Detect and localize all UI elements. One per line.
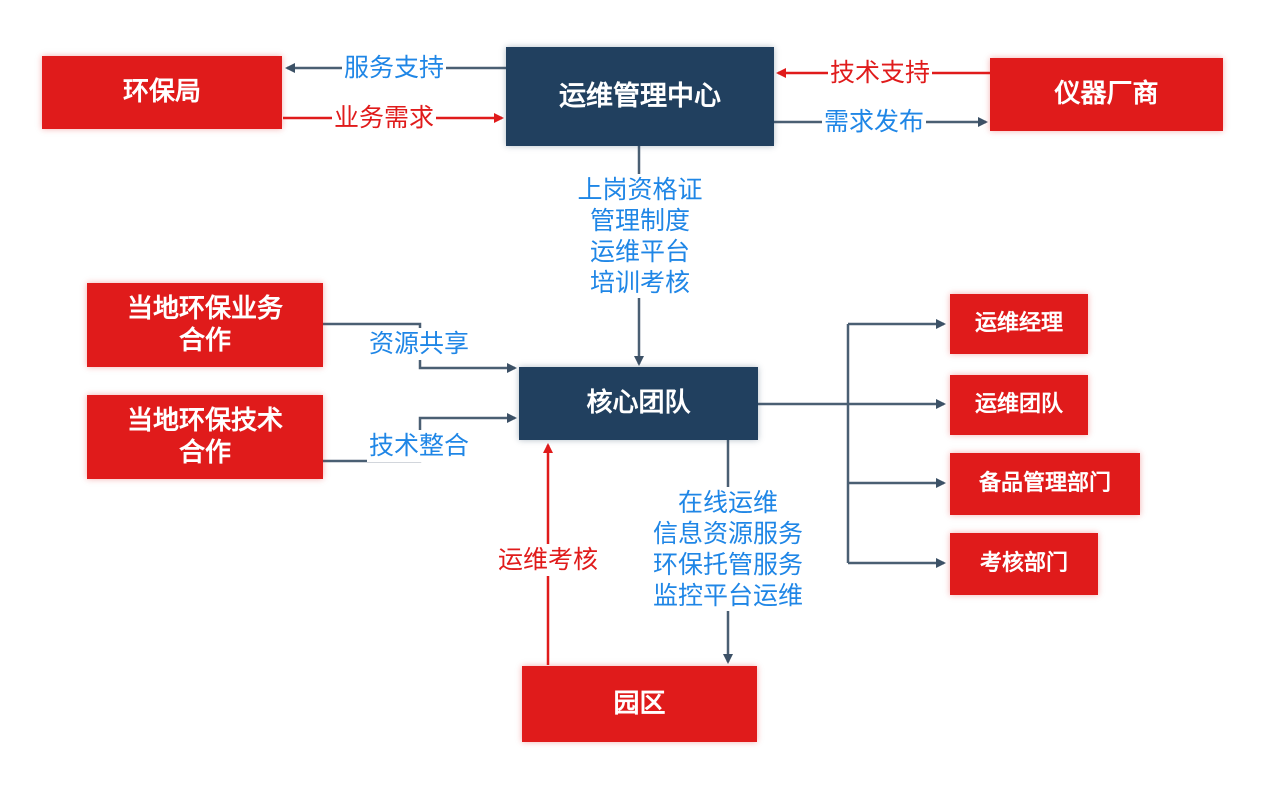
node-spare-dept: 备品管理部门 [950, 453, 1140, 515]
label-center-to-core-line: 上岗资格证 [564, 174, 716, 205]
node-assess-dept: 考核部门 [950, 533, 1098, 595]
node-park: 园区 [522, 666, 757, 742]
label-core-to-park-line: 在线运维 [640, 487, 816, 518]
node-vendor: 仪器厂商 [990, 58, 1223, 131]
label-demand-release: 需求发布 [822, 106, 927, 138]
label-service-support: 服务支持 [342, 52, 447, 84]
node-ops-manager: 运维经理 [950, 294, 1088, 354]
label-core-to-park-line: 监控平台运维 [640, 580, 816, 611]
node-epb: 环保局 [42, 56, 282, 129]
node-local-biz: 当地环保业务 合作 [87, 283, 323, 367]
label-center-to-core-line: 培训考核 [564, 267, 716, 298]
node-ops-team: 运维团队 [950, 375, 1088, 435]
node-center: 运维管理中心 [506, 47, 774, 146]
node-core: 核心团队 [519, 367, 758, 440]
label-business-demand: 业务需求 [332, 102, 437, 134]
label-tech-support: 技术支持 [828, 57, 933, 89]
label-tech-integration: 技术整合 [367, 430, 472, 462]
label-core-to-park-line: 环保托管服务 [640, 549, 816, 580]
label-ops-assessment: 运维考核 [496, 544, 601, 576]
node-local-tech: 当地环保技术 合作 [87, 395, 323, 479]
label-center-to-core: 上岗资格证 管理制度 运维平台 培训考核 [564, 174, 716, 298]
label-resource-sharing: 资源共享 [367, 328, 472, 360]
label-core-to-park: 在线运维 信息资源服务 环保托管服务 监控平台运维 [640, 487, 816, 611]
label-center-to-core-line: 管理制度 [564, 205, 716, 236]
label-center-to-core-line: 运维平台 [564, 236, 716, 267]
label-core-to-park-line: 信息资源服务 [640, 518, 816, 549]
